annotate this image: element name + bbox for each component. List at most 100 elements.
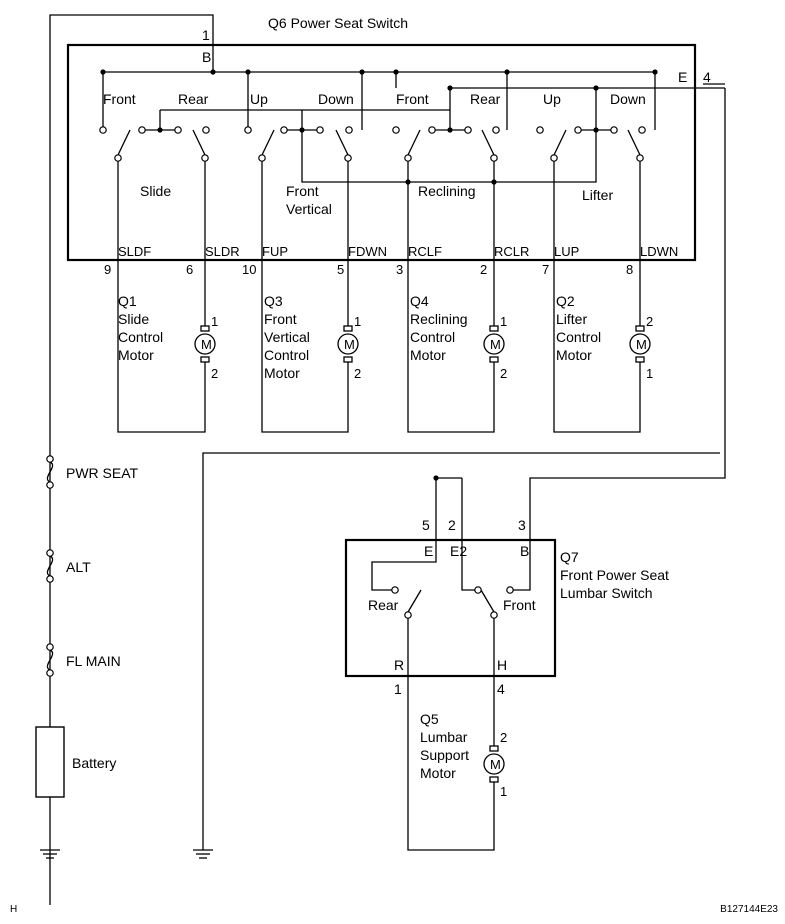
junction-dot — [100, 69, 106, 75]
motor-loop — [117, 260, 206, 433]
battery-label: Battery — [72, 755, 116, 771]
position-label: Down — [610, 91, 646, 107]
position-label: Rear — [178, 91, 209, 107]
pin-label: FUP — [262, 244, 288, 259]
terminal — [202, 126, 210, 134]
terminal — [428, 126, 436, 134]
motor-brush — [635, 356, 645, 363]
q6-title: Q6 Power Seat Switch — [268, 15, 408, 31]
motor-brush — [200, 325, 210, 332]
pin-label: E2 — [450, 543, 467, 559]
motor-brush — [635, 325, 645, 332]
motor-symbol — [337, 333, 359, 355]
pin-number: 3 — [396, 262, 403, 277]
terminal — [464, 126, 472, 134]
motor-symbol — [629, 333, 651, 355]
terminal — [404, 611, 412, 619]
pin-label: E — [678, 69, 687, 85]
switch-arm — [335, 129, 349, 156]
junction-dot — [393, 69, 399, 75]
terminal — [536, 126, 544, 134]
switch-arm — [481, 129, 495, 156]
pin-label: B — [202, 49, 211, 65]
terminal — [316, 126, 324, 134]
motor-loop — [553, 260, 641, 433]
position-label: Front — [503, 597, 536, 613]
fuse-label: FL MAIN — [66, 653, 121, 669]
terminal — [174, 126, 182, 134]
motor-brush — [489, 325, 499, 332]
pin-number: 2 — [480, 262, 487, 277]
junction-dot — [447, 85, 453, 91]
pin-label: FDWN — [348, 244, 387, 259]
pin-number: 4 — [703, 69, 711, 85]
switch-arm — [553, 129, 567, 156]
q6-box — [66, 43, 697, 262]
junction-dot — [210, 69, 216, 75]
bus-e-drop — [159, 88, 597, 130]
terminal — [280, 126, 288, 134]
terminal — [46, 575, 54, 583]
pin-label: RCLR — [494, 244, 529, 259]
switch-arm — [261, 129, 275, 156]
pin-number: 9 — [104, 262, 111, 277]
motor-loop — [407, 260, 495, 433]
junction-dot — [593, 127, 599, 133]
motor-symbol — [483, 333, 505, 355]
motor-brush — [343, 356, 353, 363]
terminal — [490, 154, 498, 162]
pin-label: SLDF — [118, 244, 151, 259]
pin-number: 8 — [626, 262, 633, 277]
motor-letter: M — [490, 757, 501, 772]
battery-body — [35, 726, 65, 798]
pin-number: 1 — [500, 784, 507, 799]
motor-loop — [261, 260, 349, 433]
junction-dot — [157, 127, 163, 133]
wire-e-to-q7 — [529, 88, 726, 545]
fuse-fl-main — [46, 649, 54, 671]
junction-dot — [405, 179, 411, 185]
fuse-label: ALT — [66, 559, 91, 575]
marks — [35, 43, 697, 798]
terminal — [345, 126, 353, 134]
fuse-alt — [46, 555, 54, 577]
junction-dot — [504, 69, 510, 75]
pin-number: 4 — [497, 681, 505, 697]
wire-ground-run — [202, 452, 720, 850]
pin-number: 10 — [242, 262, 256, 277]
terminal — [474, 586, 482, 594]
motor-letter: M — [636, 337, 647, 352]
terminal — [610, 126, 618, 134]
pin-number: 2 — [211, 366, 218, 381]
terminal — [138, 126, 146, 134]
terminal — [636, 154, 644, 162]
junction-dot — [359, 69, 365, 75]
pin-number: 2 — [448, 517, 456, 533]
terminal — [404, 154, 412, 162]
terminal — [99, 126, 107, 134]
motor-brush — [489, 776, 499, 783]
pin-number: 1 — [354, 314, 361, 329]
fuse-pwr-seat — [46, 461, 54, 483]
motor-letter: M — [344, 337, 355, 352]
pin-number: 1 — [211, 314, 218, 329]
terminal — [46, 549, 54, 557]
switch-arm — [480, 589, 495, 613]
junction-dot — [447, 127, 453, 133]
switch-arm — [407, 129, 421, 156]
position-label: Up — [250, 91, 268, 107]
pin-label: LDWN — [640, 244, 678, 259]
terminal — [244, 126, 252, 134]
terminal — [258, 154, 266, 162]
pin-label: B — [520, 543, 529, 559]
junction-dot — [299, 127, 305, 133]
footer-code-right: B127144E23 — [720, 904, 778, 915]
pin-number: 7 — [542, 262, 549, 277]
terminal — [46, 455, 54, 463]
